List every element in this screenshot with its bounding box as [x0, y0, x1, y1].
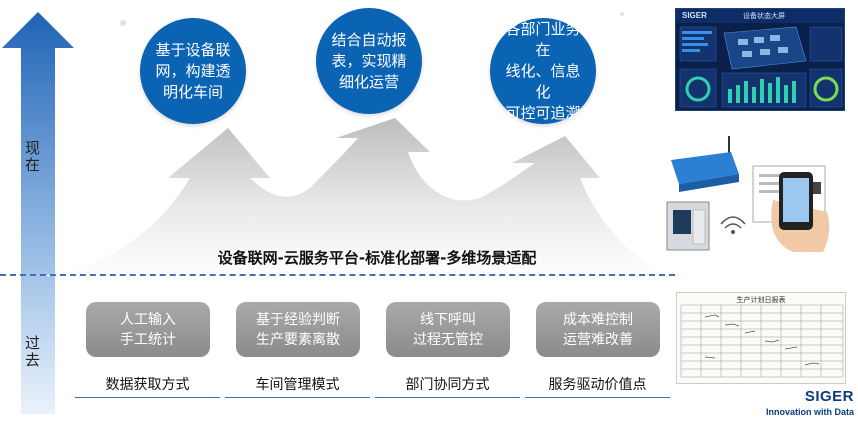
- sheet-grid: [680, 304, 844, 378]
- watermark-dot: [120, 20, 126, 26]
- iot-devices-illustration: [661, 128, 851, 258]
- timeline-arrow: [2, 12, 74, 414]
- mode-label-workshop-management: 车间管理模式: [255, 377, 340, 393]
- mode-label-data-acquisition: 数据获取方式: [105, 377, 190, 393]
- mode-box-service-value: 成本难控制 运营难改善: [536, 302, 660, 357]
- past-label: 过去: [23, 335, 41, 369]
- mode-box-workshop-management: 基于经验判断 生产要素离散: [236, 302, 360, 357]
- mode-box-department-collaboration: 线下呼叫 过程无管控: [386, 302, 510, 357]
- mode-label-service-value: 服务驱动价值点: [548, 377, 647, 393]
- goal-circle-transparent-workshop: 基于设备联 网，构建透 明化车间: [140, 18, 246, 124]
- past-now-divider: [0, 274, 675, 276]
- dashboard-screenshot: SIGER 设备状态大屏: [675, 8, 845, 111]
- brand-block: SIGER Innovation with Data: [736, 388, 854, 417]
- mode-underline: [375, 397, 520, 398]
- now-label: 现在: [23, 140, 41, 174]
- mode-underline: [225, 397, 370, 398]
- dashboard-header: [676, 9, 844, 23]
- mode-underline: [75, 397, 220, 398]
- sheet-title: 生产计划日报表: [736, 296, 786, 304]
- iot-devices-graphic: [666, 136, 830, 252]
- dashboard-brand: SIGER: [682, 11, 707, 20]
- platform-slogan: 设备联网-云服务平台-标准化部署-多维场景适配: [217, 249, 537, 267]
- dashboard-title: 设备状态大屏: [743, 12, 785, 20]
- brand-tagline: Innovation with Data: [765, 407, 854, 417]
- paper-production-sheet: 生产计划日报表: [676, 292, 846, 384]
- growth-arrows: [40, 118, 675, 276]
- goal-circle-refined-operations: 结合自动报 表，实现精 细化运营: [316, 8, 422, 114]
- mode-box-data-acquisition: 人工输入 手工统计: [86, 302, 210, 357]
- watermark-dot: [620, 12, 624, 16]
- mode-label-department-collaboration: 部门协同方式: [405, 377, 490, 393]
- dashboard-visuals: [679, 26, 843, 108]
- mode-underline: [525, 397, 670, 398]
- brand-name: SIGER: [804, 388, 854, 405]
- goal-circle-traceable-business: 各部门业务在 线化、信息化 可控可追溯: [490, 18, 596, 124]
